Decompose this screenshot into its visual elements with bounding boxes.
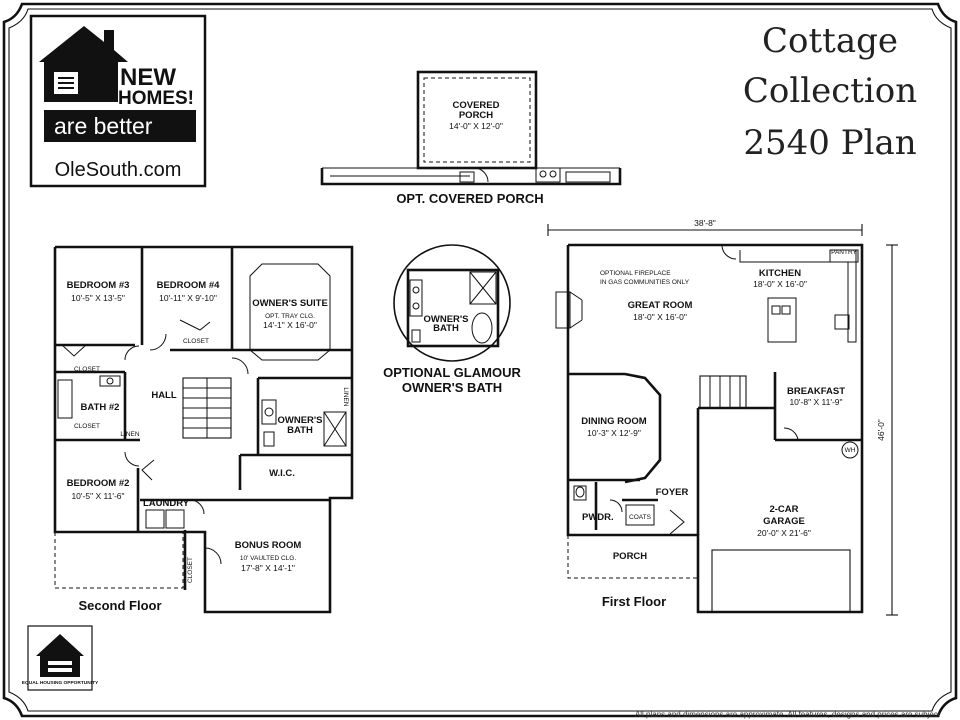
laundry-name: LAUNDRY	[143, 498, 190, 509]
depth-dimension: 46'-0"	[876, 419, 886, 441]
bath2-name: BATH #2	[81, 402, 120, 413]
owners-suite-dims: 14'-1" X 16'-0"	[263, 320, 317, 330]
coats-name: COATS	[629, 514, 652, 521]
website-text: OleSouth.com	[55, 159, 182, 181]
closet-label-b: CLOSET	[74, 423, 100, 430]
water-heater-name: WH	[845, 447, 856, 454]
title-line-1: Cottage	[762, 21, 898, 61]
dining-room-dims: 10'-3" X 12'-9"	[587, 428, 641, 438]
bedroom4-name: BEDROOM #4	[157, 280, 221, 291]
garage-dims: 20'-0" X 21'-6"	[757, 528, 811, 538]
first-floor-caption: First Floor	[602, 594, 666, 609]
linen-label-a: LINEN	[120, 431, 139, 438]
owners-suite-name: OWNER'S SUITE	[252, 298, 328, 309]
owners-bath-name-1: OWNER'S	[277, 415, 322, 426]
kitchen-name: KITCHEN	[759, 268, 801, 279]
glamour-bath-label-1: OWNER'S	[423, 314, 468, 325]
glamour-bath-caption-2: OWNER'S BATH	[402, 380, 502, 395]
equal-housing-logo: EQUAL HOUSING OPPORTUNITY	[22, 625, 99, 691]
plan-title: Cottage Collection 2540 Plan	[743, 21, 917, 163]
owners-bath-name-2: BATH	[287, 425, 313, 436]
covered-porch-label-1: COVERED	[453, 100, 500, 111]
optional-glamour-bath: OWNER'S BATH OPTIONAL GLAMOUR OWNER'S BA…	[383, 244, 521, 395]
title-line-3: 2540 Plan	[743, 123, 916, 163]
closet-label-a: CLOSET	[74, 366, 100, 373]
new-homes-logo: NEW HOMES! are better OleSouth.com	[29, 14, 207, 188]
garage-name-2: GARAGE	[763, 516, 805, 527]
logo-homes-text: HOMES!	[118, 88, 194, 109]
bonus-room-note: 10' VAULTED CLG.	[240, 555, 296, 562]
bedroom2-dims: 10'-5" X 11'-6"	[71, 491, 124, 501]
foyer-name: FOYER	[656, 487, 689, 498]
width-dimension: 38'-8"	[694, 218, 716, 228]
optional-covered-porch: COVERED PORCH 14'-0" X 12'-0" OPT. COVER…	[320, 70, 622, 206]
bonus-room-name: BONUS ROOM	[235, 540, 302, 551]
second-floor-plan: BEDROOM #3 10'-5" X 13'-5" BEDROOM #4 10…	[53, 245, 354, 614]
great-room-name: GREAT ROOM	[628, 300, 693, 311]
covered-porch-caption: OPT. COVERED PORCH	[396, 191, 543, 206]
closet-label-c: CLOSET	[183, 338, 209, 345]
closet-label-d: CLOSET	[187, 557, 194, 583]
wic-name: W.I.C.	[269, 468, 295, 479]
linen-label-b: LINEN	[342, 387, 349, 406]
kitchen-dims: 18'-0" X 16'-0"	[753, 279, 807, 289]
owners-suite-note: OPT. TRAY CLG.	[265, 313, 315, 320]
covered-porch-label-2: PORCH	[459, 110, 493, 121]
equal-housing-text: EQUAL HOUSING OPPORTUNITY	[22, 680, 99, 686]
hall-name: HALL	[151, 390, 177, 401]
covered-porch-dims: 14'-0" X 12'-0"	[449, 121, 503, 131]
bedroom4-dims: 10'-11" X 9'-10"	[159, 293, 217, 303]
porch-name: PORCH	[613, 551, 647, 562]
pantry-name: PANTRY	[831, 249, 857, 256]
first-floor-plan: 38'-8" 46'-0"	[547, 218, 898, 616]
logo-tagline: are better	[54, 113, 153, 139]
second-floor-caption: Second Floor	[78, 598, 161, 613]
breakfast-name: BREAKFAST	[787, 386, 845, 397]
bedroom3-dims: 10'-5" X 13'-5"	[71, 293, 125, 303]
logo-new-text: NEW	[120, 64, 176, 91]
bedroom3-name: BEDROOM #3	[67, 280, 130, 291]
footer-disclaimer: All plans and dimensions are approximate…	[635, 710, 941, 719]
glamour-bath-label-2: BATH	[433, 323, 459, 334]
fireplace-note-1: OPTIONAL FIREPLACE	[600, 270, 671, 277]
breakfast-dims: 10'-8" X 11'-9"	[789, 397, 842, 407]
bedroom2-name: BEDROOM #2	[67, 478, 130, 489]
dining-room-name: DINING ROOM	[581, 416, 647, 427]
title-line-2: Collection	[743, 71, 917, 111]
glamour-bath-caption-1: OPTIONAL GLAMOUR	[383, 365, 521, 380]
powder-name: PWDR.	[582, 512, 614, 523]
bonus-room-dims: 17'-8" X 14'-1"	[241, 563, 295, 573]
garage-name: 2-CAR	[769, 504, 798, 515]
great-room-dims: 18'-0" X 16'-0"	[633, 312, 687, 322]
fireplace-note-2: IN GAS COMMUNITIES ONLY	[600, 279, 690, 286]
